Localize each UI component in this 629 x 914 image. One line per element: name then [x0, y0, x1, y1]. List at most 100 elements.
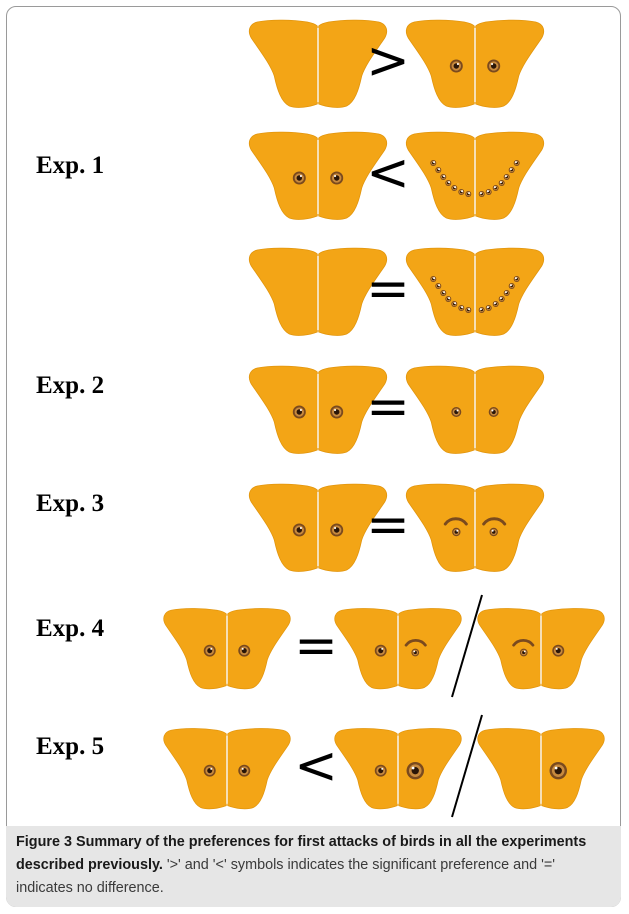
small-eyespot-mark — [451, 407, 462, 417]
wing-left-plain — [477, 728, 541, 810]
comparison-symbol: < — [366, 143, 410, 203]
wing-right-eyespot — [227, 608, 291, 690]
spot-chain-mark — [478, 160, 520, 197]
chain-dot — [503, 290, 510, 296]
experiment-label-1: Exp. 1 — [36, 152, 105, 179]
butterfly-model-14 — [163, 728, 291, 810]
chain-dot — [440, 290, 447, 296]
figure-caption-body: '>' and '<' symbols indicates the signif… — [16, 857, 555, 896]
wing-right-eyespot — [227, 728, 291, 810]
chain-dot — [508, 167, 515, 173]
chain-dot — [492, 185, 499, 191]
wing-right-eyespot — [318, 365, 388, 454]
comparison-symbol: = — [366, 495, 410, 555]
comparison-symbol: < — [294, 736, 338, 796]
butterfly-model-1 — [248, 19, 388, 108]
wing-left-eyebrow-spot — [405, 483, 475, 572]
wing-left-eyespot — [163, 728, 227, 810]
eyespot-mark — [292, 171, 306, 185]
alternative-divider — [451, 594, 483, 698]
eyebrow-mark — [512, 638, 535, 647]
butterfly-model-12 — [334, 608, 462, 690]
eyespot-mark — [238, 644, 251, 657]
chain-dot — [451, 301, 458, 307]
spot-chain-mark — [430, 160, 472, 197]
eyebrow-spot-mark — [489, 527, 498, 537]
experiment-label-4: Exp. 4 — [36, 615, 105, 642]
butterfly-model-10 — [405, 483, 545, 572]
eyespot-mark — [330, 405, 344, 419]
comparison-symbol: = — [366, 259, 410, 319]
wing-right-large-eyespot — [541, 728, 605, 810]
butterfly-model-2 — [405, 19, 545, 108]
butterfly-model-15 — [334, 728, 462, 810]
figure-title: Summary of the preferences for first att… — [16, 834, 587, 873]
eyespot-mark — [449, 59, 463, 73]
wing-right-eyespot — [318, 131, 388, 220]
alternative-divider — [451, 714, 483, 818]
wing-right-eyebrow-spot — [398, 608, 462, 690]
chain-dot — [498, 296, 505, 302]
wing-right-eyebrow-spot — [475, 483, 545, 572]
wing-right-eyespot — [541, 608, 605, 690]
wing-right-plain — [318, 247, 388, 336]
eyespot-mark — [552, 644, 565, 657]
wing-right-large-eyespot — [398, 728, 462, 810]
butterfly-model-9 — [248, 483, 388, 572]
wing-right-eyespot — [475, 19, 545, 108]
eyespot-mark — [203, 644, 216, 657]
chain-dot — [445, 180, 452, 186]
chain-dot — [513, 160, 520, 166]
butterfly-model-3 — [248, 131, 388, 220]
wing-right-eyespot — [318, 483, 388, 572]
large-eyespot-mark — [406, 761, 424, 780]
eyebrow-spot-mark — [411, 648, 420, 657]
chain-dot — [435, 167, 442, 173]
chain-dot — [478, 307, 485, 313]
chain-dot — [430, 276, 437, 282]
chain-dot — [465, 191, 472, 197]
chain-dot — [445, 296, 452, 302]
comparison-symbol: > — [366, 31, 410, 91]
wing-left-eyebrow-spot — [477, 608, 541, 690]
chain-dot — [458, 189, 465, 195]
eyespot-mark — [292, 405, 306, 419]
spot-chain-mark — [430, 276, 472, 313]
eyespot-mark — [238, 764, 251, 777]
wing-right-spot-chain — [475, 131, 545, 220]
figure-caption: Figure 3 Summary of the preferences for … — [6, 826, 621, 907]
wing-left-eyespot — [163, 608, 227, 690]
chain-dot — [498, 180, 505, 186]
chain-dot — [435, 283, 442, 289]
wing-right-small-eyespot — [475, 365, 545, 454]
wing-left-eyespot — [405, 19, 475, 108]
experiment-label-5: Exp. 5 — [36, 733, 105, 760]
wing-right-spot-chain — [475, 247, 545, 336]
wing-left-plain — [248, 19, 318, 108]
eyebrow-mark — [482, 517, 507, 526]
eyespot-mark — [374, 644, 387, 657]
chain-dot — [513, 276, 520, 282]
wing-left-eyespot — [248, 365, 318, 454]
butterfly-model-5 — [248, 247, 388, 336]
wing-left-spot-chain — [405, 131, 475, 220]
spot-chain-mark — [478, 276, 520, 313]
chain-dot — [430, 160, 437, 166]
wing-left-plain — [248, 247, 318, 336]
butterfly-model-11 — [163, 608, 291, 690]
butterfly-model-16 — [477, 728, 605, 810]
eyespot-mark — [330, 523, 344, 537]
eyespot-mark — [203, 764, 216, 777]
wing-left-eyespot — [334, 728, 398, 810]
wing-left-eyespot — [248, 483, 318, 572]
butterfly-model-8 — [405, 365, 545, 454]
experiment-label-2: Exp. 2 — [36, 372, 105, 399]
comparison-symbol: = — [366, 377, 410, 437]
chain-dot — [478, 191, 485, 197]
butterfly-model-7 — [248, 365, 388, 454]
wing-left-small-eyespot — [405, 365, 475, 454]
experiment-label-3: Exp. 3 — [36, 490, 105, 517]
wing-left-eyespot — [334, 608, 398, 690]
eyespot-mark — [487, 59, 501, 73]
wing-left-spot-chain — [405, 247, 475, 336]
